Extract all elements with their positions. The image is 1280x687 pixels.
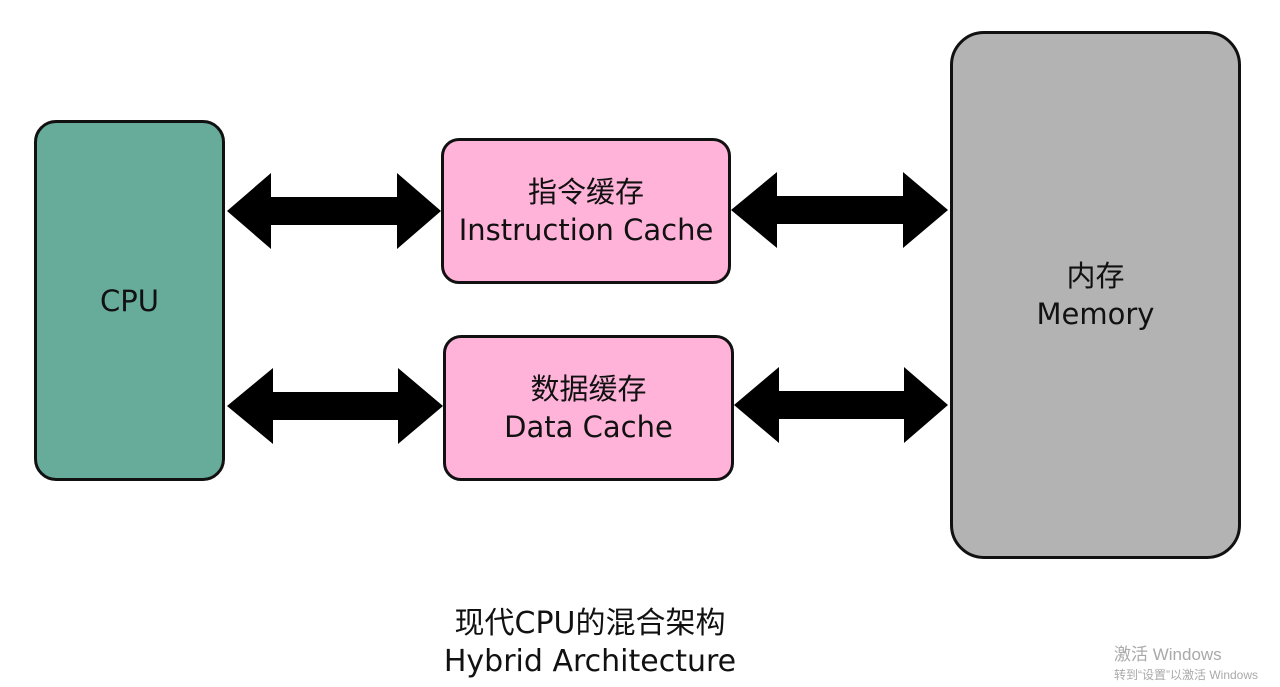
memory-label-en: Memory bbox=[1036, 297, 1155, 331]
data-cache-label-en: Data Cache bbox=[504, 410, 673, 444]
instruction-cache-label-cn: 指令缓存 bbox=[527, 175, 644, 209]
memory-label-cn: 内存 bbox=[1066, 259, 1125, 293]
watermark-subtitle: 转到“设置”以激活 Windows bbox=[1114, 668, 1259, 682]
diagram-caption: 现代CPU的混合架构 Hybrid Architecture bbox=[390, 605, 790, 681]
watermark-title: 激活 Windows bbox=[1114, 645, 1222, 664]
data-cache-label-cn: 数据缓存 bbox=[530, 372, 647, 406]
data-cache-box: 数据缓存 Data Cache bbox=[443, 335, 734, 481]
windows-activation-watermark: 激活 Windows 转到“设置”以激活 Windows bbox=[1114, 644, 1258, 684]
memory-box: 内存 Memory bbox=[950, 31, 1241, 559]
instruction-cache-label-en: Instruction Cache bbox=[458, 213, 714, 247]
cpu-label: CPU bbox=[100, 283, 159, 318]
arrow-data-cache-memory bbox=[734, 367, 948, 443]
caption-en: Hybrid Architecture bbox=[443, 644, 737, 679]
arrow-instruction-cache-memory bbox=[731, 172, 948, 248]
instruction-cache-box: 指令缓存 Instruction Cache bbox=[441, 138, 731, 284]
cpu-box: CPU bbox=[34, 120, 225, 481]
arrow-cpu-instruction-cache bbox=[227, 173, 441, 249]
caption-cn: 现代CPU的混合架构 bbox=[454, 606, 726, 641]
arrow-cpu-data-cache bbox=[227, 368, 443, 444]
